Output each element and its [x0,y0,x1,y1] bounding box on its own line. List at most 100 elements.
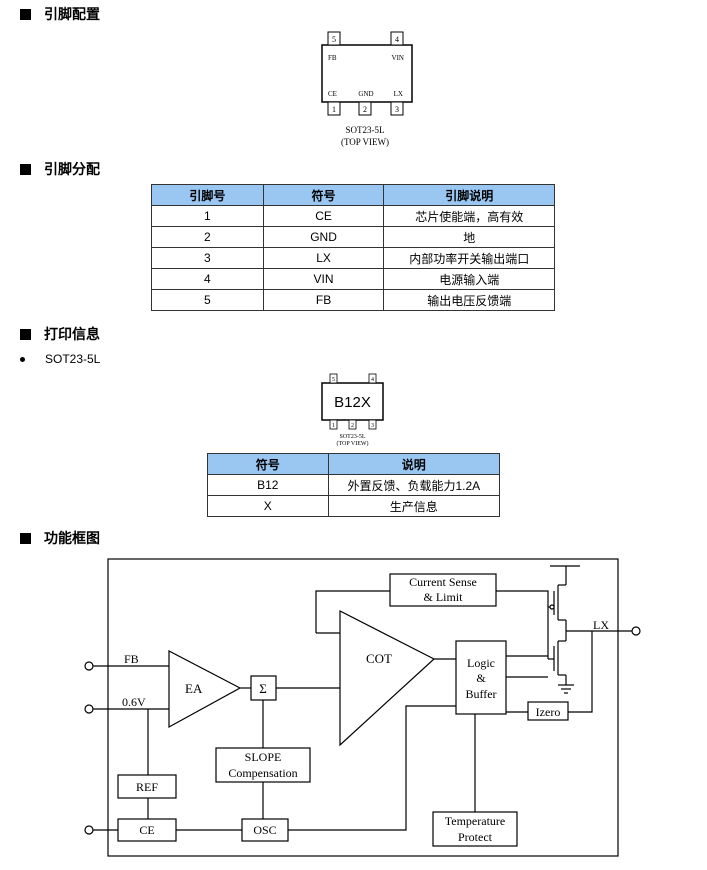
cell-desc: 内部功率开关输出端口 [383,247,555,269]
pin3-number: 3 [395,105,399,114]
slope-line1: SLOPE [245,750,282,764]
lx-terminal [631,626,641,636]
cell-desc: 外置反馈、负载能力1.2A [327,474,501,496]
section-block: 功能框图 [20,528,100,548]
table-row: X 生产信息 [207,495,501,517]
mark-package-name: SOT23-5L [340,434,366,440]
cell-symbol: CE [262,205,385,227]
marking-table: 符号 说明 B12 外置反馈、负载能力1.2A X 生产信息 [207,453,501,517]
table-row: 3 LX 内部功率开关输出端口 [151,247,555,269]
package-bullet: SOT23-5L [20,352,100,366]
pin4-number: 4 [395,35,399,44]
table-row: 1 CE 芯片使能端，高有效 [151,205,555,227]
header-pin-number: 引脚号 [151,184,264,206]
cell-desc: 电源输入端 [383,268,555,290]
chip-outline [107,558,619,857]
cell-desc: 芯片使能端，高有效 [383,205,555,227]
izero-label: Izero [536,705,561,719]
cell-desc: 生产信息 [327,495,501,517]
section-title-pin-config: 引脚配置 [44,7,100,23]
label-gnd: GND [358,90,373,98]
cell-desc: 输出电压反馈端 [383,289,555,311]
logic-buffer-block [455,640,507,715]
section-pin-config: 引脚配置 [20,4,100,24]
temp-line2: Protect [458,830,493,844]
logic-line3: Buffer [465,687,496,701]
package-marking-diagram: 5 4 1 2 3 B12X SOT23-5L (TOP VIEW) [321,373,384,447]
cell-pin: 2 [151,226,264,248]
table-row: B12 外置反馈、负载能力1.2A [207,474,501,496]
ce-terminal [84,825,94,835]
block-diagram: FB 0.6V EA Σ COT Current Sense & Limit L… [84,558,641,857]
sigma-label: Σ [259,681,267,696]
table-row: 2 GND 地 [151,226,555,248]
package-name: SOT23-5L [346,125,385,135]
fb-label: FB [124,652,139,666]
mark-pin4: 4 [371,377,374,383]
osc-label: OSC [253,823,276,837]
cell-symbol: X [207,495,329,517]
table-row: 4 VIN 电源输入端 [151,268,555,290]
section-title-pin-assign: 引脚分配 [44,162,100,178]
ea-label: EA [185,681,203,696]
cell-symbol: B12 [207,474,329,496]
mark-package-view: (TOP VIEW) [336,440,368,447]
pin-table-header: 引脚号 符号 引脚说明 [151,184,555,206]
pin1-number: 1 [332,105,336,114]
temp-line1: Temperature [445,814,505,828]
section-marking: 打印信息 [20,324,100,344]
header-description: 引脚说明 [383,184,555,206]
cell-symbol: LX [262,247,385,269]
section-title-block: 功能框图 [44,531,100,547]
cell-desc: 地 [383,226,555,248]
label-ce: CE [328,90,337,98]
ea-amplifier [168,650,242,729]
square-bullet-icon [20,328,31,340]
square-bullet-icon [20,8,31,20]
vref-label: 0.6V [122,695,146,709]
square-bullet-icon [20,532,31,544]
mark-pin1: 1 [332,423,335,429]
cot-comparator [339,610,436,747]
bullet-text: SOT23-5L [45,352,101,366]
header-description: 说明 [327,453,501,475]
square-bullet-icon [20,163,31,175]
izero-block [527,701,569,721]
mark-pin5: 5 [332,377,335,383]
label-fb: FB [328,54,337,62]
package-view: (TOP VIEW) [341,137,389,147]
mark-pin3: 3 [371,423,374,429]
cell-symbol: FB [262,289,385,311]
logic-line2: & [476,671,486,685]
fb-terminal [84,661,94,671]
cell-symbol: GND [262,226,385,248]
cell-pin: 1 [151,205,264,227]
ref-label: REF [136,780,158,794]
current-sense-block [389,573,497,607]
cot-label: COT [366,651,392,666]
pin5-number: 5 [332,35,336,44]
pin-table: 引脚号 符号 引脚说明 1 CE 芯片使能端，高有效 2 GND 地 3 LX … [151,184,555,311]
ref-block [117,774,177,799]
cell-pin: 4 [151,268,264,290]
slope-line2: Compensation [228,766,297,780]
cell-pin: 5 [151,289,264,311]
label-lx: LX [394,90,403,98]
header-symbol: 符号 [207,453,329,475]
logic-line1: Logic [467,656,495,670]
cell-symbol: VIN [262,268,385,290]
section-pin-assign: 引脚分配 [20,159,100,179]
lx-label: LX [593,618,609,632]
label-vin: VIN [392,54,404,62]
header-symbol: 符号 [262,184,385,206]
pin2-number: 2 [363,105,367,114]
cell-pin: 3 [151,247,264,269]
section-title-marking: 打印信息 [44,327,100,343]
ce-label: CE [139,823,154,837]
marking-table-header: 符号 说明 [207,453,501,475]
table-row: 5 FB 输出电压反馈端 [151,289,555,311]
current-sense-line2: & Limit [424,590,464,604]
package-diagram-top: 5 4 1 2 3 FB VIN CE GND LX SOT23-5L (TOP… [321,31,413,147]
bullet-dot-icon [20,356,25,362]
current-sense-line1: Current Sense [409,575,477,589]
